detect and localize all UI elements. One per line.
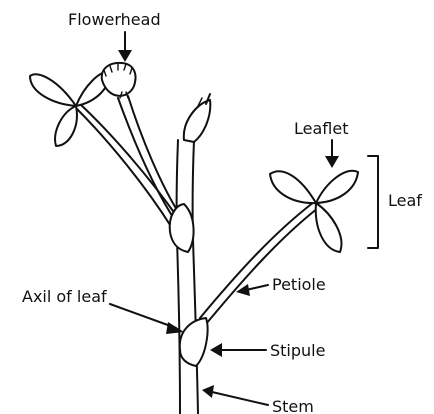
arrow-stem xyxy=(202,385,268,405)
arrow-axil-of-leaf xyxy=(110,304,184,334)
flowerhead-drawing xyxy=(102,63,136,98)
label-flowerhead: Flowerhead xyxy=(68,10,161,29)
arrow-flowerhead xyxy=(118,32,132,62)
arrow-petiole xyxy=(236,284,268,296)
label-leaflet: Leaflet xyxy=(294,119,348,138)
arrow-stipule xyxy=(210,343,266,357)
label-stipule: Stipule xyxy=(270,341,325,360)
arrow-leaflet xyxy=(325,140,339,168)
label-leaf: Leaf xyxy=(388,191,422,210)
upper-left-branch xyxy=(76,96,194,252)
leaf-bracket xyxy=(368,156,378,248)
upper-left-leaf xyxy=(30,72,110,146)
label-petiole: Petiole xyxy=(272,275,326,294)
label-axil-of-leaf: Axil of leaf xyxy=(22,287,107,306)
label-stem: Stem xyxy=(272,397,314,414)
